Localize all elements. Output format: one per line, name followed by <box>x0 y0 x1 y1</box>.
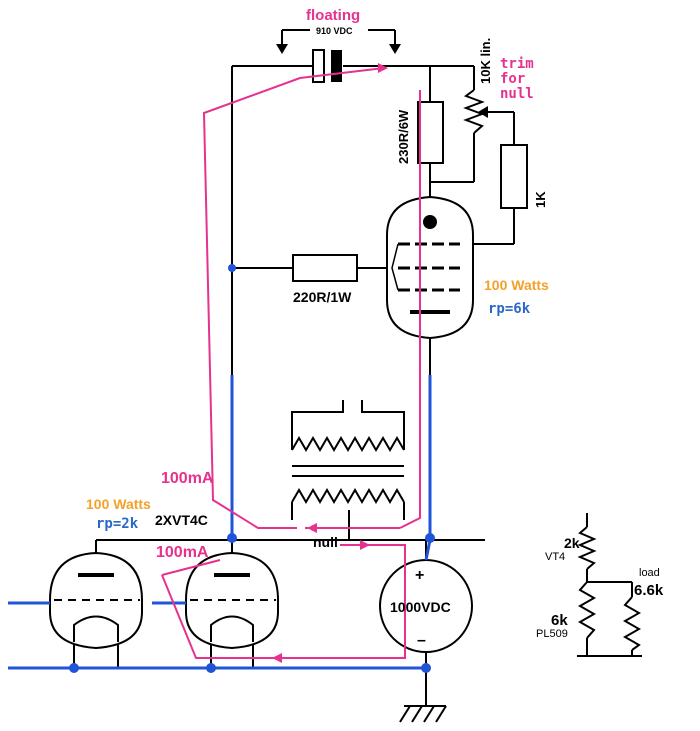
resistor-230r-label: 230R/6W <box>396 109 411 164</box>
current-bottom-label: 100mA <box>156 544 209 561</box>
eq-r-bottom-label: 6k <box>551 612 568 629</box>
floating-capacitor <box>276 29 401 83</box>
current-top-label: 100mA <box>161 470 214 487</box>
rp-left-label: rp=2k <box>96 516 139 532</box>
power-right-label: 100 Watts <box>484 277 549 293</box>
null-label: null <box>313 534 338 550</box>
power-left-label: 100 Watts <box>86 496 151 512</box>
eq-load-label: load <box>639 567 660 579</box>
resistor-220r <box>292 254 358 282</box>
triode-tube-1 <box>49 551 143 650</box>
tube-left-label: 2XVT4C <box>155 512 208 528</box>
current-arrowheads <box>272 63 388 663</box>
potentiometer-10k <box>463 89 488 134</box>
eq-r-load-label: 6.6k <box>634 582 664 599</box>
plus-label: + <box>415 567 424 584</box>
current-path <box>161 67 421 659</box>
resistor-1k-label: 1K <box>533 191 548 208</box>
eq-r-bottom-name: PL509 <box>536 628 568 640</box>
minus-label: – <box>417 632 426 649</box>
blue-junctions <box>69 264 435 673</box>
eq-r-top-label: 2k <box>564 535 580 551</box>
floating-label: floating <box>306 7 360 24</box>
triode-tube-2 <box>185 551 279 650</box>
floating-voltage-label: 910 VDC <box>316 26 353 36</box>
output-transformer <box>291 400 405 540</box>
trim-label-2: for <box>500 71 525 87</box>
pentode-tube <box>386 195 474 340</box>
ground-symbol <box>399 705 447 723</box>
resistor-220r-label: 220R/1W <box>293 289 352 305</box>
resistor-230r <box>417 101 444 164</box>
pot-label: 10K lin. <box>478 38 493 84</box>
trim-label-1: trim <box>500 56 534 72</box>
rp-right-label: rp=6k <box>488 301 531 317</box>
equivalent-circuit <box>577 513 642 657</box>
supply-label: 1000VDC <box>390 599 451 615</box>
trim-label-3: null <box>500 86 534 102</box>
resistor-1k <box>500 144 528 209</box>
eq-r-top-name: VT4 <box>545 551 565 563</box>
